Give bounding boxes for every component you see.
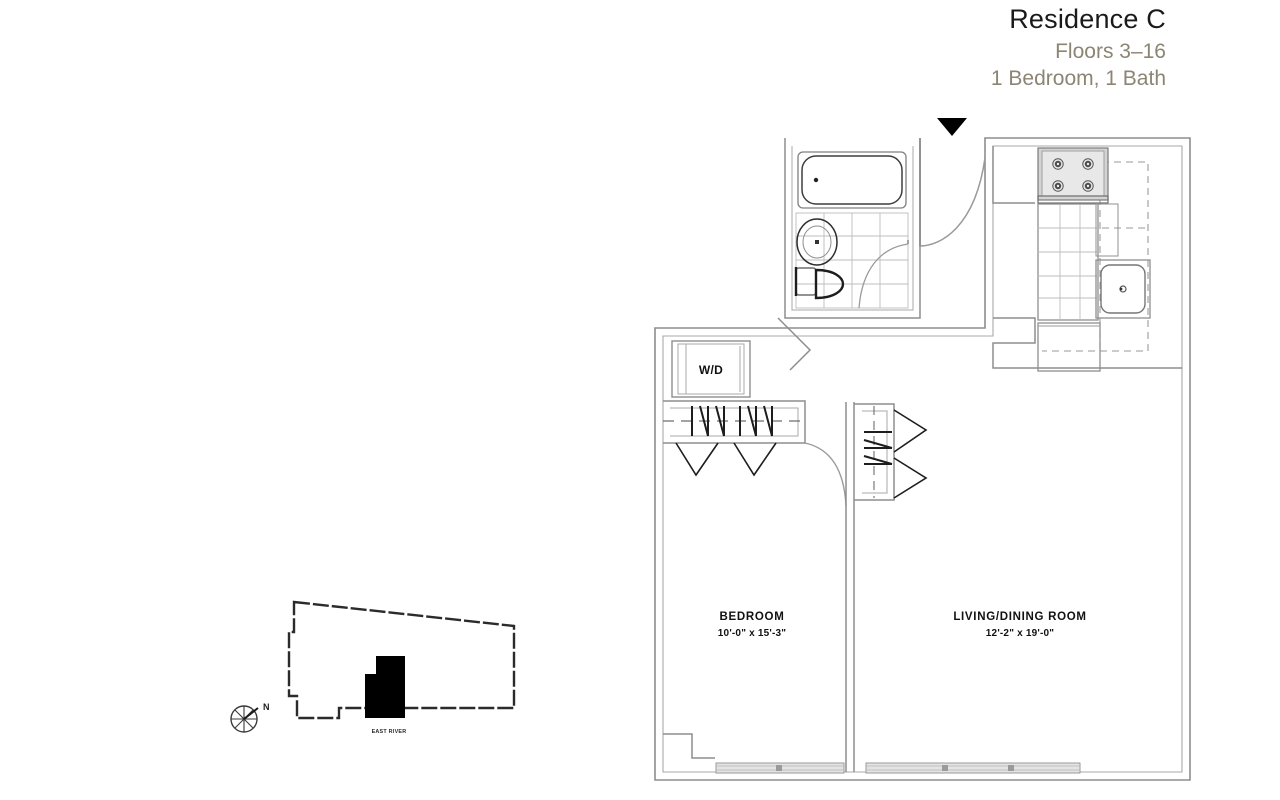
living-label-group: LIVING/DINING ROOM 12'-2" x 19'-0"	[953, 611, 1086, 639]
bedroom-dimensions: 10'-0" x 15'-3"	[718, 628, 786, 639]
kitchen	[992, 146, 1182, 372]
kitchen-sink	[1095, 259, 1151, 319]
toilet	[794, 267, 845, 300]
bathtub	[797, 151, 907, 209]
kitchen-counter	[1037, 203, 1119, 372]
keyplan-unit-highlight	[365, 656, 405, 718]
plan-floors-label: Floors 3–16	[1055, 40, 1166, 63]
plan-beds-label: 1 Bedroom, 1 Bath	[990, 67, 1166, 90]
bathroom-sink	[796, 218, 838, 266]
entry-marker-icon	[937, 118, 967, 136]
living-window	[865, 762, 1081, 774]
living-closet[interactable]	[854, 403, 928, 501]
washer-dryer-closet: W/D	[671, 340, 751, 398]
partition-wall	[845, 402, 855, 772]
entry-door[interactable]	[919, 138, 986, 247]
bedroom-label-group: BEDROOM 10'-0" x 15'-3"	[718, 611, 786, 639]
wall-jog	[663, 733, 715, 759]
key-plan: EAST RIVER N	[222, 586, 532, 761]
bathroom	[784, 138, 921, 319]
bathroom-door[interactable]	[858, 240, 909, 309]
floor-plan: W/D	[630, 118, 1230, 798]
tile-floor	[795, 212, 909, 309]
bedroom-closet[interactable]	[663, 400, 806, 477]
plan-header: Residence C Floors 3–16 1 Bedroom, 1 Bat…	[990, 4, 1166, 90]
living-dining-label: LIVING/DINING ROOM	[953, 611, 1086, 623]
washer-dryer-label: W/D	[699, 363, 723, 377]
hall-door[interactable]	[777, 317, 812, 371]
bedroom-label: BEDROOM	[720, 611, 785, 623]
kitchen-range	[1037, 147, 1109, 204]
exterior-wall-inner-face	[662, 145, 1183, 773]
bedroom-door[interactable]	[804, 442, 847, 507]
keyplan-caption: EAST RIVER	[372, 729, 407, 735]
page-title: Residence C	[1009, 4, 1166, 34]
compass-icon	[230, 705, 259, 733]
compass-north-label: N	[263, 702, 270, 712]
living-dining-dimensions: 12'-2" x 19'-0"	[986, 628, 1054, 639]
exterior-walls	[654, 137, 1191, 781]
bedroom-window	[715, 762, 845, 774]
